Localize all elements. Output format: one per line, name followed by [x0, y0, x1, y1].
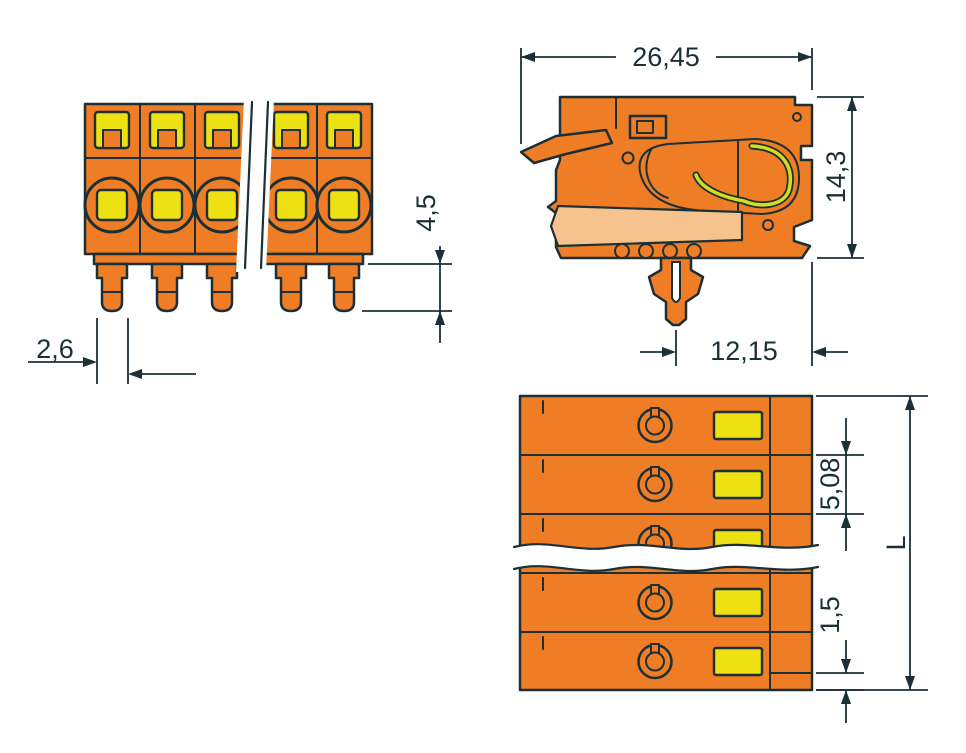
dimension-edge-offset: 1,5: [815, 596, 864, 723]
dim-label-foot-height: 4,5: [411, 194, 441, 232]
front-bottom-strip: [92, 252, 365, 266]
dim-label-total-width: 26,45: [632, 42, 700, 72]
clamp-spring: [692, 142, 794, 209]
dimension-foot-height: 4,5: [362, 194, 452, 343]
dim-label-pole-pitch: 5,08: [815, 458, 845, 511]
side-view: [519, 95, 814, 327]
dim-label-foot-to-edge: 12,15: [710, 336, 778, 366]
top-break-lines: [512, 543, 820, 573]
dimension-height: 14,3: [817, 96, 864, 259]
front-break-lines: [236, 98, 274, 272]
dim-label-total-length: L: [881, 535, 911, 550]
dim-label-edge-offset: 1,5: [815, 596, 845, 634]
dimension-foot-width: 2,6: [28, 318, 196, 384]
dimension-foot-to-edge: 12,15: [640, 262, 848, 366]
dim-label-foot-width: 2,6: [36, 334, 74, 364]
dimension-total-length: L: [816, 395, 928, 691]
front-view: [83, 98, 374, 313]
release-lever: [519, 128, 614, 165]
dim-label-height: 14,3: [821, 151, 851, 204]
top-view: [512, 394, 820, 692]
dimension-pole-pitch: 5,08: [815, 418, 864, 551]
conductor-entry: [549, 204, 744, 248]
spring-cavity: [638, 138, 801, 215]
dimension-total-width: 26,45: [520, 42, 813, 144]
